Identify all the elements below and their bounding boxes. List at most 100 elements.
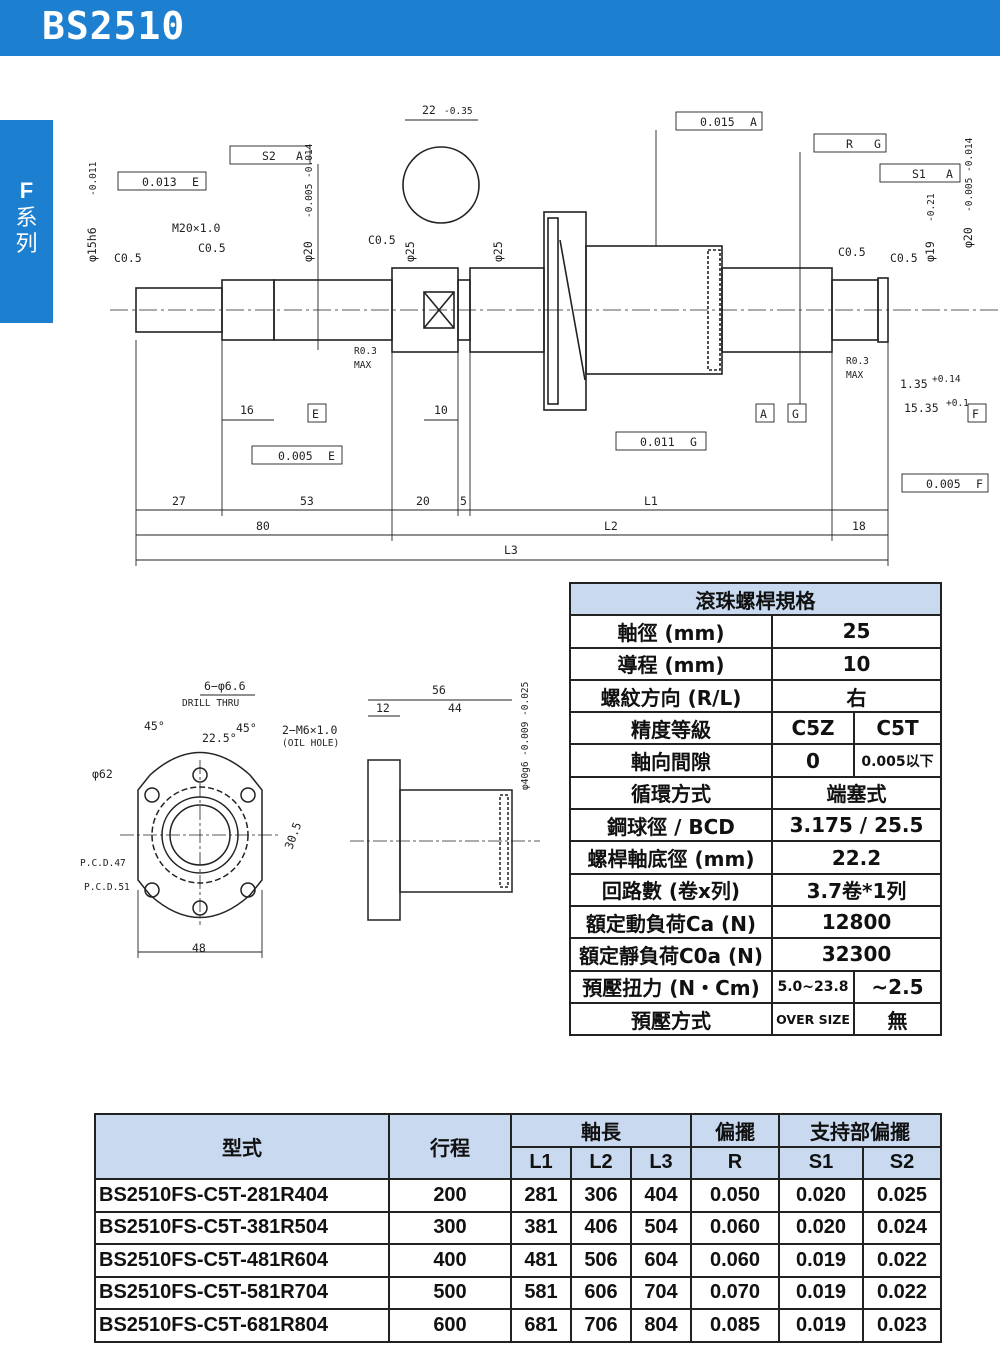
spec-row: 螺紋方向 (R/L)右 [569,678,942,714]
datum-f-text: F [972,407,979,421]
col-shaft-length: 軸長 [510,1113,692,1148]
drill-thru-text: DRILL THRU [182,698,239,709]
l1-text: 281 [510,1178,572,1213]
r-text: 0.060 [690,1210,780,1245]
tol-f-text: 0.005 [926,477,961,491]
d135-tol-text: +0.14 [932,374,961,385]
s1-text: 0.019 [778,1275,864,1310]
label-text: 預壓方式 [569,1001,773,1037]
r-text: 0.050 [690,1178,780,1213]
series-text: 系列 [15,206,38,257]
datum-e-text: E [328,449,335,463]
spec-row: 額定靜負荷C0a (N)32300 [569,937,942,972]
oil-hole-text: (OIL HOLE) [282,738,339,749]
datum-f-text: F [976,477,983,491]
spec-row: 預壓扭力 (N・Cm)5.0~23.8~2.5 [569,969,942,1004]
d53-text: 53 [300,494,314,508]
s2-text: S2 [862,1145,942,1180]
col-model: 型式 [94,1113,390,1180]
v1-text: OVER SIZE [771,1001,855,1037]
v1-text: 5.0~23.8 [771,969,855,1004]
value-text: 端塞式 [771,775,942,811]
d44-text: 44 [448,701,462,715]
v2-text: ~2.5 [853,969,942,1004]
dia19-text: φ19 [923,241,937,262]
oil-text: 2−M6×1.0 [282,723,337,737]
s2-text: 0.023 [862,1308,942,1343]
v1-text: C5Z [771,711,855,746]
label-text: 額定靜負荷C0a (N) [569,937,773,972]
dia20-tol-text: -0.005 -0.014 [964,137,975,212]
flat-tol-text: -0.35 [444,106,473,117]
c05-text: C0.5 [114,251,142,265]
dia15-tol-text: -0.011 [88,161,99,196]
l3-text: L3 [630,1145,692,1180]
l2-text: 606 [570,1275,632,1310]
nut-end-view [120,694,280,958]
col-runout: 偏擺 [690,1113,780,1148]
spec-row: 循環方式端塞式 [569,775,942,811]
series-side-tab[interactable]: F 系列 [0,120,53,323]
d135-text: 1.35 [900,377,928,391]
max-text: MAX [354,360,371,371]
header-bar: BS2510 [0,0,1000,56]
d48-text: 48 [192,941,206,955]
series-letter: F [19,178,34,203]
l2-text: 506 [570,1243,632,1278]
datum-a-text: A [750,115,757,129]
l3-text: 804 [630,1308,692,1343]
c05-text: C0.5 [368,233,396,247]
tol-s2-text: S2 [262,149,276,163]
s2-text: 0.022 [862,1243,942,1278]
model-table: 型式 行程 軸長 偏擺 支持部偏擺 L1 L2 L3 R S1 S2 BS251… [94,1113,942,1343]
c05-text: C0.5 [890,251,918,265]
d62-text: φ62 [92,767,113,781]
l1-text: 681 [510,1308,572,1343]
spec-row: 導程 (mm)10 [569,646,942,681]
label-text: 額定動負荷Ca (N) [569,904,773,940]
spec-title: 滾珠螺桿規格 [569,581,942,617]
r-text: R [690,1145,780,1180]
max-text: MAX [846,370,863,381]
datum-a-text: A [946,167,953,181]
tol-s1-text: S1 [912,167,926,181]
c05-text: C0.5 [838,245,866,259]
r-text: 0.085 [690,1308,780,1343]
drill-text: 6−φ6.6 [204,679,246,693]
r-text: 0.070 [690,1275,780,1310]
flat-width-text: 22 [422,103,436,117]
dia20-text: φ20 [961,227,975,248]
dimension-lines [117,111,989,566]
dia20-tol-text: -0.005 -0.014 [304,143,315,218]
value-text: 22.2 [771,840,942,875]
dia40-tol-text: -0.009 -0.025 [520,682,531,756]
l1-text: L1 [644,494,658,508]
l1-text: 481 [510,1243,572,1278]
l3-text: 504 [630,1210,692,1245]
dia19-tol-text: -0.21 [926,193,937,222]
model-text: BS2510FS-C5T-281R404 [94,1178,390,1213]
l1-text: 581 [510,1275,572,1310]
tol-r-text: R [846,137,853,151]
s1-text: S1 [778,1145,864,1180]
label-text: 鋼球徑 / BCD [569,808,773,843]
d1535-text: 15.35 [904,401,939,415]
l2-text: L2 [570,1145,632,1180]
page-title: BS2510 [42,4,186,48]
l3-text: 404 [630,1178,692,1213]
dia40-text: φ40g6 [520,761,531,790]
v2-text: 0.005以下 [853,743,942,778]
datum-a-text: A [296,149,303,163]
datum-g-text: G [792,407,799,421]
spec-table: 滾珠螺桿規格 軸徑 (mm)25 導程 (mm)10 螺紋方向 (R/L)右 精… [569,581,942,1037]
d27-text: 27 [172,494,186,508]
l2-text: 706 [570,1308,632,1343]
s1-text: 0.020 [778,1178,864,1213]
label-text: 軸向間隙 [569,743,773,778]
pcd47-text: P.C.D.47 [80,858,126,869]
model-text: BS2510FS-C5T-581R704 [94,1275,390,1310]
r03-text: R0.3 [846,356,869,367]
l1-text: L1 [510,1145,572,1180]
l2-text: L2 [604,519,618,533]
